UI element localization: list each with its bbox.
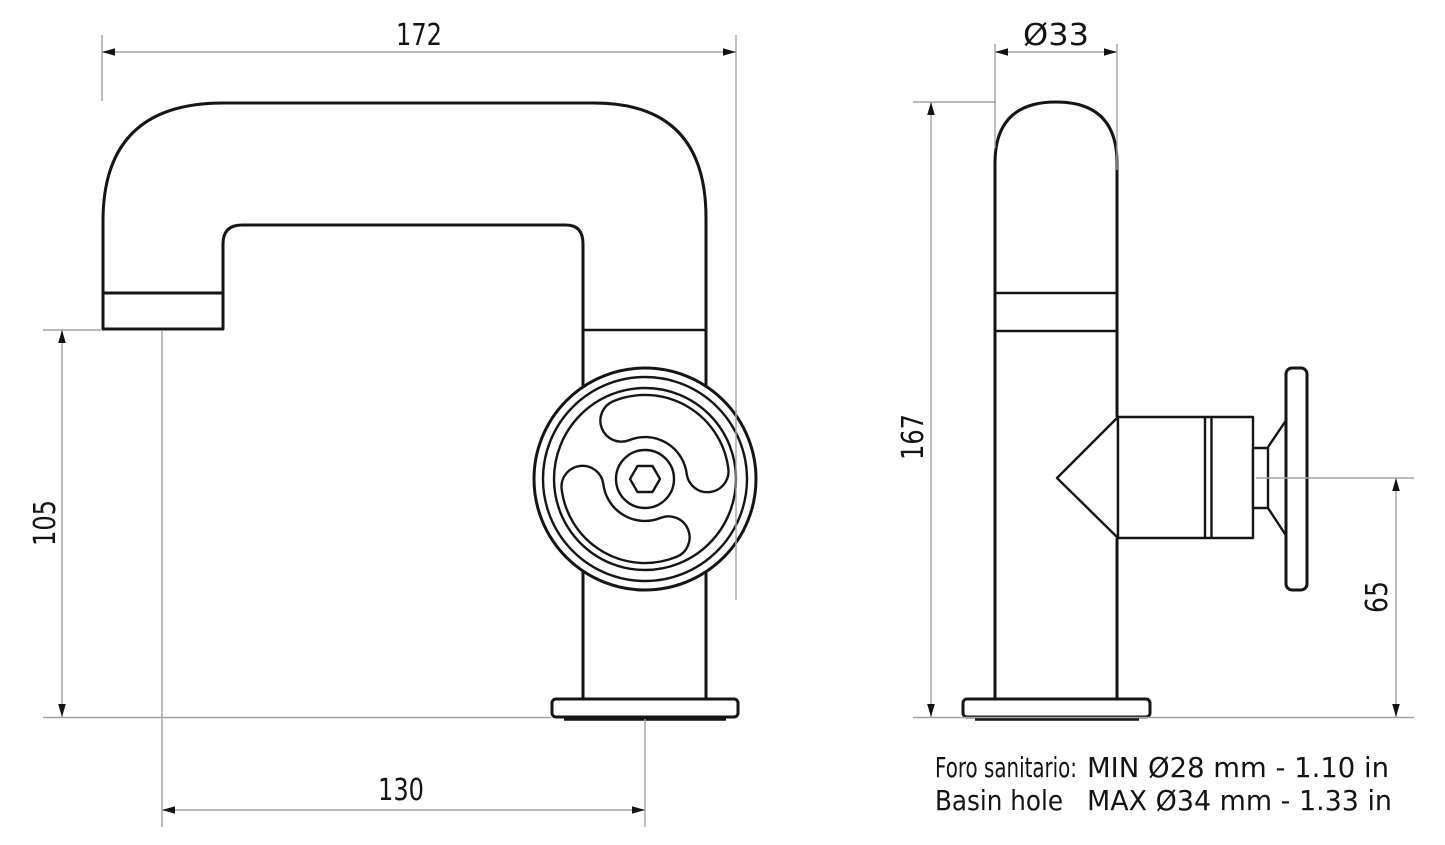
valve-ring: [1203, 417, 1213, 538]
dimension-lines: [43, 35, 1414, 827]
dim-105-arrow-bottom: [58, 704, 66, 717]
handwheel-middle-ring: [541, 375, 749, 583]
spout-inner-contour: [221, 223, 585, 699]
side-view: [961, 100, 1309, 721]
dim-diameter-label: Ø33: [1023, 18, 1089, 53]
dim-130-arrow-left: [162, 806, 175, 814]
side-body-contour: [993, 100, 1119, 699]
dim-172-arrow-left: [102, 48, 115, 56]
dim-130-arrow-right: [632, 806, 645, 814]
handwheel-side-disc: [1284, 366, 1309, 592]
dim-outlet-height-label: 105: [28, 500, 63, 546]
dim-handle-height-label: 65: [1360, 581, 1395, 613]
dim-65-arrow-bottom: [1392, 704, 1400, 717]
handle-flare: [1266, 418, 1289, 538]
dim-105-arrow-top: [58, 330, 66, 343]
dim-33-arrow-left: [995, 48, 1008, 56]
valve-cone: [1055, 415, 1120, 540]
note-max-value: MAX Ø34 mm - 1.33 in: [1087, 784, 1392, 817]
dim-33-arrow-right: [1104, 48, 1117, 56]
side-joint-band: [995, 291, 1117, 333]
side-base-flange: [961, 697, 1152, 719]
dim-167-arrow-bottom: [927, 704, 935, 717]
dim-167-arrow-top: [927, 102, 935, 115]
handwheel-slot-lower: [560, 464, 691, 565]
note-label-it: Foro sanitario:: [935, 751, 1077, 784]
dim-33-extension-lines: [994, 44, 1118, 170]
dim-105-extension-lines: [43, 329, 551, 719]
front-base-flange: [550, 697, 740, 719]
hex-socket: [628, 464, 662, 494]
handwheel-slot-upper: [599, 393, 730, 494]
front-view: [101, 101, 758, 721]
dim-130-extension-lines: [161, 331, 646, 827]
dim-spout-width-label: 172: [396, 18, 442, 53]
note-min-value: MIN Ø28 mm - 1.10 in: [1087, 751, 1389, 784]
handwheel-front: [532, 366, 758, 592]
dim-65-arrow-top: [1392, 478, 1400, 491]
dim-172-arrow-right: [723, 48, 736, 56]
dim-total-height-label: 167: [896, 414, 931, 460]
valve-cylinder: [1116, 415, 1255, 540]
dimension-labels: 172 Ø33 105 167 65 130: [28, 18, 1395, 808]
spout-outer-contour: [101, 101, 708, 699]
note-label-en: Basin hole: [935, 784, 1063, 817]
basin-hole-note: Foro sanitario: MIN Ø28 mm - 1.10 in Bas…: [935, 751, 1392, 817]
dim-167-extension-lines: [913, 101, 1414, 719]
dim-172-extension-lines: [101, 35, 737, 600]
dim-reach-label: 130: [378, 773, 424, 808]
spout-outlet-block: [101, 291, 225, 331]
